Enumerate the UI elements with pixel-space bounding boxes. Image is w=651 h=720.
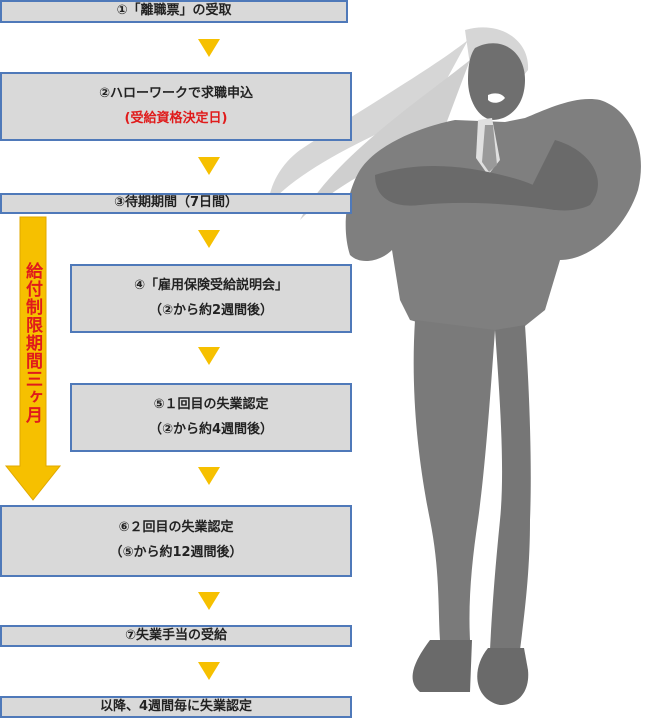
restriction-period-label: 給付制限期間三ヶ月 <box>22 262 42 424</box>
down-arrow-7 <box>198 662 220 680</box>
step-1-box: ①「離職票」の受取 <box>0 0 348 23</box>
step-6-label: ⑥２回目の失業認定 <box>118 520 234 536</box>
step-7-label: ⑦失業手当の受給 <box>124 627 227 643</box>
step-4-box: ④「雇用保険受給説明会」 （②から約2週間後） <box>70 264 352 333</box>
step-5-label: ⑤１回目の失業認定 <box>153 396 269 412</box>
step-8-box: 以降、4週間毎に失業認定 <box>0 696 352 718</box>
step-4-label: ④「雇用保険受給説明会」 <box>133 277 288 293</box>
down-arrow-3 <box>198 230 220 248</box>
step-3-box: ③待期期間（7日間） <box>0 193 352 214</box>
step-7-box: ⑦失業手当の受給 <box>0 625 352 647</box>
step-2-note: (受給資格決定日) <box>124 110 228 126</box>
step-8-label: 以降、4週間毎に失業認定 <box>99 698 253 714</box>
step-1-label: ①「離職票」の受取 <box>116 3 232 19</box>
step-3-label: ③待期期間（7日間） <box>113 195 239 211</box>
down-arrow-2 <box>198 157 220 175</box>
step-6-box: ⑥２回目の失業認定 （⑤から約12週間後） <box>0 505 352 577</box>
step-6-note: （⑤から約12週間後） <box>109 545 243 560</box>
step-4-note: （②から約2週間後） <box>148 302 274 318</box>
person-silhouette <box>268 27 641 705</box>
down-arrow-5 <box>198 467 220 485</box>
step-2-label: ②ハローワークで求職申込 <box>98 85 253 101</box>
step-5-note: （②から約4週間後） <box>148 421 274 437</box>
step-2-box: ②ハローワークで求職申込 (受給資格決定日) <box>0 72 352 141</box>
down-arrow-6 <box>198 592 220 610</box>
down-arrow-4 <box>198 347 220 365</box>
step-5-box: ⑤１回目の失業認定 （②から約4週間後） <box>70 383 352 452</box>
down-arrow-1 <box>198 39 220 57</box>
restriction-arrow <box>4 216 62 501</box>
